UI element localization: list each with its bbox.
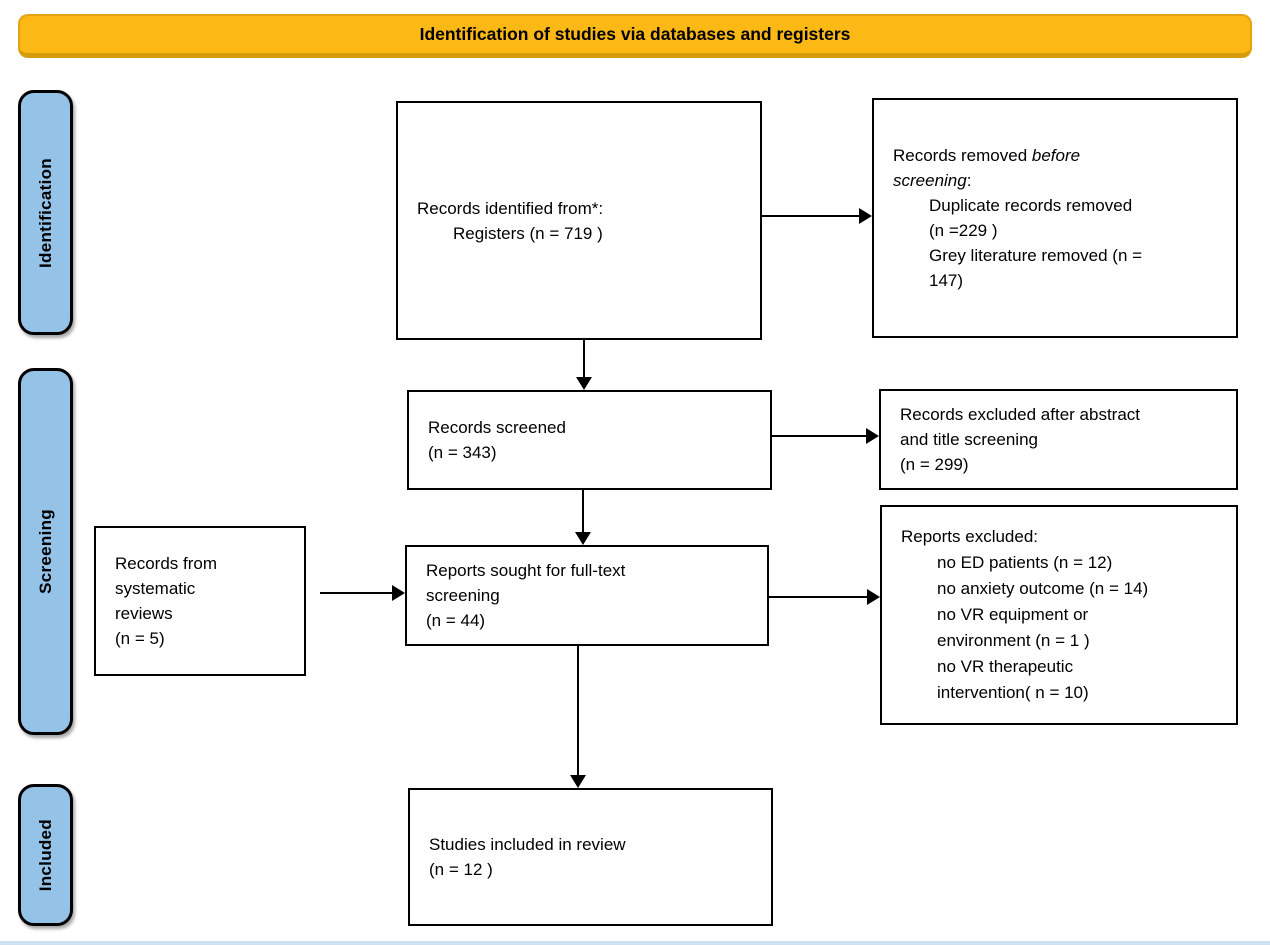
arrowhead-down-icon bbox=[576, 377, 592, 390]
box-records-identified: Records identified from*:Registers (n = … bbox=[396, 101, 762, 340]
arrowhead-right-icon bbox=[859, 208, 872, 224]
arrowhead-down-icon bbox=[570, 775, 586, 788]
box-records-screened: Records screened(n = 343) bbox=[407, 390, 772, 490]
banner-title: Identification of studies via databases … bbox=[18, 14, 1252, 58]
stage-label-screening-text: Screening bbox=[35, 509, 55, 594]
stage-label-screening: Screening bbox=[18, 368, 73, 735]
arrow-line bbox=[577, 646, 579, 775]
arrowhead-right-icon bbox=[392, 585, 405, 601]
box-studies-included: Studies included in review(n = 12 ) bbox=[408, 788, 773, 926]
arrow-sought-to-included bbox=[570, 646, 586, 788]
stage-label-included-text: Included bbox=[35, 818, 55, 892]
arrow-screened-to-excluded bbox=[772, 428, 879, 444]
banner-title-text: Identification of studies via databases … bbox=[419, 24, 851, 44]
stage-label-identification: Identification bbox=[18, 90, 73, 335]
arrow-line bbox=[583, 340, 585, 377]
box-reports-excluded: Reports excluded:no ED patients (n = 12)… bbox=[880, 505, 1238, 725]
arrow-identified-to-removed bbox=[762, 208, 872, 224]
arrow-line bbox=[320, 592, 392, 594]
arrow-line bbox=[772, 435, 866, 437]
arrowhead-right-icon bbox=[866, 428, 879, 444]
bottom-strip bbox=[0, 941, 1270, 945]
arrow-line bbox=[582, 490, 584, 532]
stage-label-included: Included bbox=[18, 784, 73, 926]
arrowhead-right-icon bbox=[867, 589, 880, 605]
arrow-reviews-to-sought bbox=[320, 585, 405, 601]
arrow-identified-to-screened bbox=[576, 340, 592, 390]
arrow-screened-to-sought bbox=[575, 490, 591, 545]
arrowhead-down-icon bbox=[575, 532, 591, 545]
stage-label-identification-text: Identification bbox=[35, 157, 55, 268]
arrow-sought-to-excluded bbox=[769, 589, 880, 605]
arrow-line bbox=[769, 596, 867, 598]
arrow-line bbox=[762, 215, 859, 217]
